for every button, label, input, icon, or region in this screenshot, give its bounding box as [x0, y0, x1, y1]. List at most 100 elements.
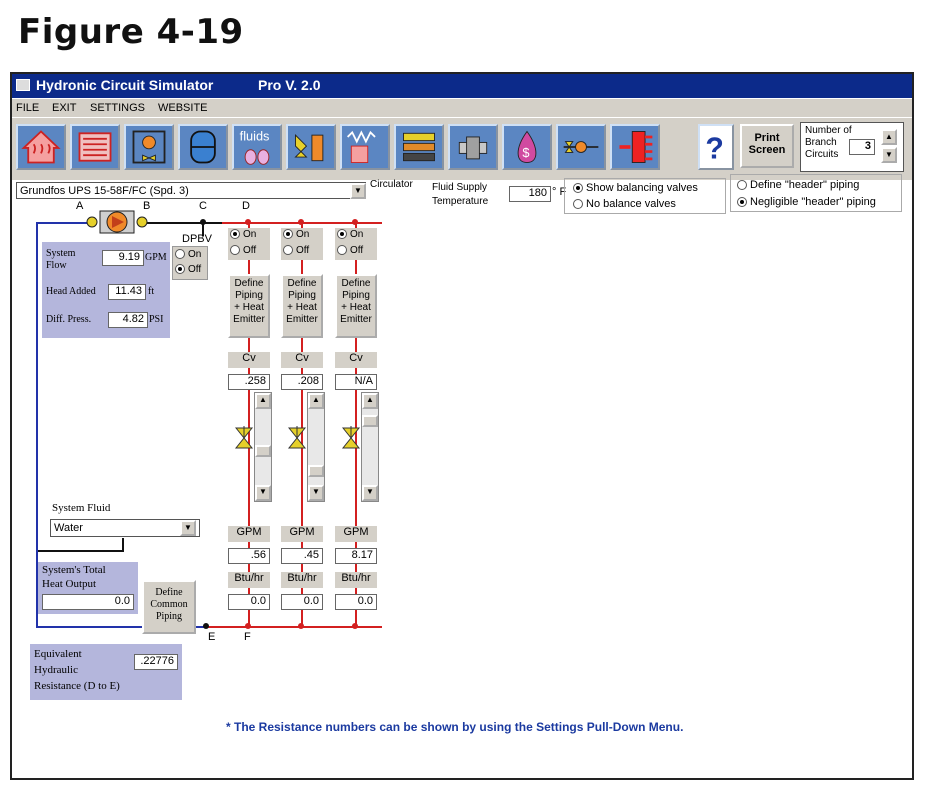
tubes-icon[interactable] — [394, 124, 444, 170]
emitter-icon[interactable] — [286, 124, 336, 170]
system-fluid-select[interactable]: Water — [50, 519, 200, 537]
balancing-group: Show balancing valves No balance valves — [564, 178, 726, 214]
branch-1-define-1: Define — [234, 278, 264, 289]
branch-3-scroll-down-icon[interactable]: ▼ — [362, 485, 378, 501]
dpbv-on-radio[interactable]: On — [175, 249, 201, 260]
app-version: Pro V. 2.0 — [258, 77, 321, 93]
branch-1-off-label: Off — [243, 245, 257, 256]
help-icon[interactable]: ? — [698, 124, 734, 170]
common-piping-line-3: Piping — [155, 611, 183, 622]
equiv-line-2: Hydraulic — [34, 664, 78, 676]
circulator-select[interactable]: Grundfos UPS 15-58F/FC (Spd. 3) — [16, 182, 366, 199]
branch-2-scroll-down-icon[interactable]: ▼ — [308, 485, 324, 501]
resistance-icon[interactable] — [340, 124, 390, 170]
fluids-icon[interactable]: fluids — [232, 124, 282, 170]
supply-pipe-bc — [144, 222, 222, 224]
heat-output-label-2: Heat Output — [42, 578, 97, 590]
head-label: Head Added — [46, 286, 96, 297]
dpbv-off-radio[interactable]: Off — [175, 264, 201, 275]
fluid-temp-unit: ° F — [552, 186, 567, 198]
circulator-dropdown-icon[interactable]: ▼ — [350, 183, 366, 199]
system-fluid-dropdown-icon[interactable]: ▼ — [180, 520, 196, 536]
branch-up-icon[interactable]: ▲ — [881, 129, 897, 145]
branch-count-field[interactable]: 3 — [849, 139, 875, 155]
branch-2-onoff: On Off — [281, 228, 323, 260]
diff-unit: PSI — [149, 314, 164, 325]
branch-2-define-3: + Heat — [287, 302, 317, 313]
branch-3-top-dot — [352, 219, 358, 225]
branch-1-off-radio[interactable]: Off — [230, 245, 256, 256]
define-common-piping-button[interactable]: Define Common Piping — [142, 580, 196, 634]
branch-3-on-radio[interactable]: On — [337, 229, 363, 240]
branch-1-scroll-thumb[interactable] — [255, 445, 271, 457]
head-unit: ft — [148, 286, 155, 297]
branch-3-gpm-label: GPM — [335, 526, 377, 542]
header-negligible-radio[interactable]: Negligible "header" piping — [737, 196, 876, 208]
branch-2-scroll-up-icon[interactable]: ▲ — [308, 393, 324, 409]
node-c-label: C — [199, 200, 207, 212]
print-label: Print — [754, 132, 780, 144]
header-define-radio[interactable]: Define "header" piping — [737, 179, 859, 191]
manifold-icon[interactable] — [610, 124, 660, 170]
menu-settings[interactable]: SETTINGS — [90, 102, 146, 114]
circulator-label: Circulator — [370, 179, 413, 190]
branch-2-on-radio[interactable]: On — [283, 229, 309, 240]
fluids-label: fluids — [240, 129, 270, 144]
balancing-show-label: Show balancing valves — [586, 182, 698, 194]
balancing-show-radio[interactable]: Show balancing valves — [573, 182, 698, 194]
branch-down-icon[interactable]: ▼ — [881, 147, 897, 163]
branch-1-scrollbar[interactable]: ▲ ▼ — [254, 392, 272, 502]
fluid-line-v — [122, 538, 124, 552]
menu-file[interactable]: FILE — [16, 102, 40, 114]
branch-3-off-radio[interactable]: Off — [337, 245, 363, 256]
branch-2-scroll-thumb[interactable] — [308, 465, 324, 477]
balancing-none-radio[interactable]: No balance valves — [573, 198, 676, 210]
common-piping-line-1: Define — [155, 587, 183, 598]
equiv-line-3: Resistance (D to E) — [34, 680, 120, 692]
branch-1-pipe — [248, 224, 250, 628]
branch-2-btu-label: Btu/hr — [281, 572, 323, 588]
common-piping-line-2: Common — [150, 599, 188, 610]
branch-2-off-radio[interactable]: Off — [283, 245, 309, 256]
branch-count-panel: Number of Branch Circuits 3 ▲ ▼ — [800, 122, 904, 172]
branch-2-define-4: Emitter — [286, 314, 318, 325]
fluid-temp-field[interactable]: 180 — [509, 186, 551, 202]
header-define-label: Define "header" piping — [750, 179, 860, 191]
dpbv-label: DPBV — [182, 233, 212, 245]
branch-3-cv-field[interactable]: N/A — [335, 374, 377, 390]
branch-1-define-2: Piping — [235, 290, 263, 301]
house-heat-icon[interactable] — [16, 124, 66, 170]
print-screen-button[interactable]: Print Screen — [740, 124, 794, 168]
equiv-line-1: Equivalent — [34, 648, 82, 660]
branch-1-on-radio[interactable]: On — [230, 229, 256, 240]
svg-text:$: $ — [522, 145, 529, 160]
figure-title: Figure 4-19 — [18, 12, 244, 52]
fitting-icon[interactable] — [448, 124, 498, 170]
branch-3-scroll-thumb[interactable] — [362, 415, 378, 427]
flow-label-1: System — [46, 248, 76, 259]
branch-2-cv-field[interactable]: .208 — [281, 374, 323, 390]
branch-3-scrollbar[interactable]: ▲ ▼ — [361, 392, 379, 502]
branch-2-scrollbar[interactable]: ▲ ▼ — [307, 392, 325, 502]
branch-1-cv-field[interactable]: .258 — [228, 374, 270, 390]
valve-assembly-icon[interactable] — [556, 124, 606, 170]
branch-1-scroll-up-icon[interactable]: ▲ — [255, 393, 271, 409]
branch-2-gpm-label: GPM — [281, 526, 323, 542]
pump-valve-icon[interactable] — [124, 124, 174, 170]
return-pipe-bottom — [36, 626, 206, 628]
branch-3-gpm-field: 8.17 — [335, 548, 377, 564]
radiator-icon[interactable] — [70, 124, 120, 170]
branch-1-cv-label: Cv — [228, 352, 270, 368]
branch-3-scroll-up-icon[interactable]: ▲ — [362, 393, 378, 409]
branch-2-valve-icon — [287, 426, 307, 450]
tank-icon[interactable] — [178, 124, 228, 170]
cost-icon[interactable]: $ — [502, 124, 552, 170]
branch-1-gpm-field: .56 — [228, 548, 270, 564]
branch-1-scroll-down-icon[interactable]: ▼ — [255, 485, 271, 501]
menu-exit[interactable]: EXIT — [52, 102, 77, 114]
diff-field: 4.82 — [108, 312, 148, 328]
menu-website[interactable]: WEBSITE — [158, 102, 208, 114]
